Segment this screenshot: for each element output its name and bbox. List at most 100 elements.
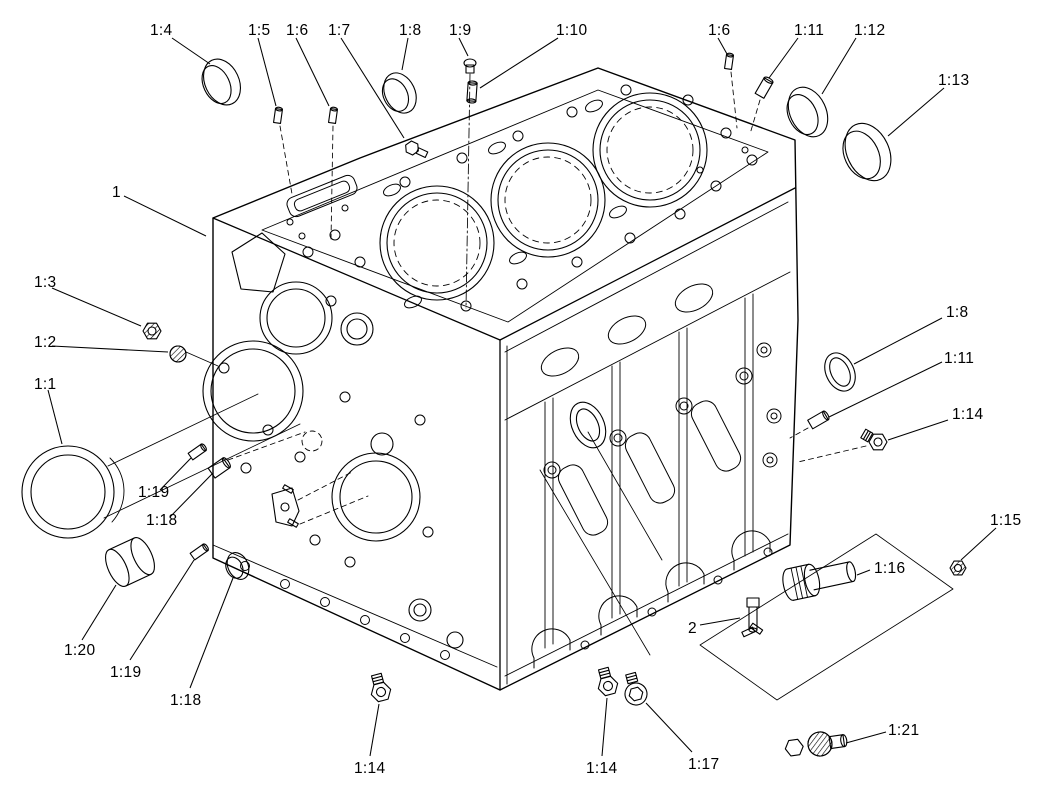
- part-cup-plug-1-13: [842, 122, 892, 182]
- leader-line: [169, 473, 213, 518]
- part-cup-plug-1-4: [201, 58, 241, 106]
- part-label: 1:5: [248, 22, 271, 39]
- part-label: 1:8: [399, 22, 422, 39]
- leader-line: [887, 87, 945, 137]
- part-liner-1-1: [21, 445, 125, 539]
- part-stud-1-6: [328, 106, 338, 124]
- leader-line: [51, 287, 142, 327]
- part-label: 1:6: [708, 22, 731, 39]
- part-dowel-1-11b: [807, 410, 830, 430]
- part-label: 1:19: [138, 484, 170, 501]
- part-fitting-2: [741, 597, 764, 638]
- part-plug-1-9: [463, 58, 477, 74]
- cylinder-deck: [261, 84, 769, 323]
- side-bosses: [543, 342, 782, 650]
- part-plug-1-2: [169, 345, 187, 363]
- part-label: 1:11: [944, 350, 975, 367]
- leader-line: [645, 702, 693, 753]
- leader-line: [295, 37, 330, 107]
- part-label: 1:4: [150, 22, 173, 39]
- hidden-axes: [103, 71, 867, 656]
- part-drain-plug-1-14b: [597, 666, 619, 697]
- leader-line: [81, 584, 117, 641]
- leader-line: [171, 37, 211, 65]
- engine-block-body: [212, 67, 799, 691]
- part-cup-plug-1-8: [381, 72, 417, 114]
- leader-line: [458, 37, 469, 57]
- part-label: 1:20: [64, 642, 96, 659]
- part-label: 1:12: [854, 22, 886, 39]
- deck-opening: [286, 174, 358, 218]
- part-stud-1-5: [273, 106, 283, 124]
- part-label: 1:15: [990, 512, 1022, 529]
- cover-plate-outline: [699, 533, 954, 701]
- part-label: 1:7: [328, 22, 351, 39]
- leader-line: [768, 37, 799, 79]
- part-label: 1:3: [34, 274, 57, 291]
- part-bushing-1-18: [207, 457, 231, 479]
- part-label: 1:17: [688, 756, 720, 773]
- leader-line: [189, 577, 234, 689]
- part-label: 1:19: [110, 664, 142, 681]
- part-label: 1:16: [874, 560, 906, 577]
- part-label: 1:10: [556, 22, 588, 39]
- coolant-slots: [383, 99, 627, 309]
- part-label: 1:18: [146, 512, 178, 529]
- part-cup-plug-1-12: [786, 86, 829, 138]
- part-label: 1:11: [794, 22, 825, 39]
- part-plug-1-17: [624, 671, 648, 706]
- part-plug-1-15: [949, 560, 967, 576]
- side-oval-opening: [569, 401, 607, 449]
- part-label: 1:13: [938, 72, 970, 89]
- leader-line: [123, 195, 207, 237]
- leader-line: [479, 37, 559, 89]
- part-label: 1:9: [449, 22, 472, 39]
- part-drain-plug-1-14a: [370, 672, 392, 703]
- part-label: 1:21: [888, 722, 920, 739]
- part-plug-1-14c: [860, 428, 888, 451]
- head-bolt-holes: [286, 84, 758, 312]
- part-label: 2: [688, 620, 697, 637]
- part-stud-1-10: [466, 80, 478, 104]
- leader-line: [853, 317, 943, 365]
- leader-line: [159, 457, 192, 491]
- leader-line: [887, 419, 949, 441]
- part-label: 1: [112, 184, 121, 201]
- part-cap-1-18b: [225, 552, 250, 580]
- leader-line: [845, 731, 887, 744]
- part-relief-valve-1-16: [782, 561, 857, 601]
- part-label: 1:14: [952, 406, 984, 423]
- leader-line: [129, 559, 195, 661]
- leader-line: [47, 389, 63, 445]
- part-pressure-sender-1-21: [784, 731, 848, 757]
- leader-line: [369, 703, 380, 757]
- leader-line: [828, 361, 943, 418]
- part-bracket: [271, 484, 300, 528]
- part-label: 1:1: [34, 376, 57, 393]
- part-seal-ring-1-8b: [824, 352, 856, 392]
- part-label: 1:8: [946, 304, 969, 321]
- leader-line: [51, 345, 169, 353]
- part-label: 1:2: [34, 334, 57, 351]
- part-bolt-1-7: [405, 140, 429, 159]
- part-label: 1:14: [354, 760, 386, 777]
- leader-line: [401, 37, 409, 71]
- part-label: 1:6: [286, 22, 309, 39]
- leader-line: [601, 697, 608, 757]
- part-dowel-1-19b: [189, 543, 209, 561]
- leader-line: [960, 527, 997, 561]
- leader-line: [856, 569, 871, 576]
- part-label: 1:14: [586, 760, 618, 777]
- part-label: 1:18: [170, 692, 202, 709]
- part-stud-1-6b: [724, 52, 734, 70]
- leader-line: [821, 37, 857, 95]
- part-dowel-1-19: [187, 443, 207, 461]
- part-dowel-1-11: [754, 76, 774, 99]
- part-hex-plug-1-3: [142, 322, 162, 340]
- leader-line: [257, 37, 277, 107]
- leader-line: [717, 37, 728, 55]
- part-cup-plug-1-20: [105, 537, 155, 587]
